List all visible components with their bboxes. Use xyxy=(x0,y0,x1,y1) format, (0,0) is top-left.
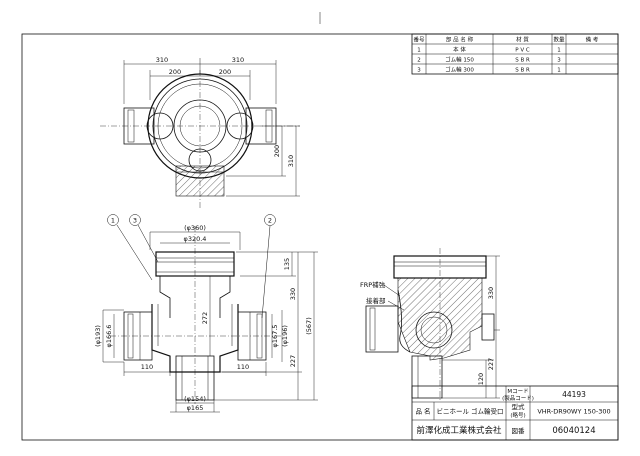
label-joint: 接着部 xyxy=(366,296,386,305)
dim-bottom-110-right: 110 xyxy=(237,363,249,371)
mcode-value: 44193 xyxy=(562,390,586,399)
dim-330: 330 xyxy=(289,288,297,300)
table-cell: 3 xyxy=(417,68,421,74)
drawing-no-label: 図番 xyxy=(512,427,526,435)
dim-272: 272 xyxy=(201,312,209,324)
table-cell: P V C xyxy=(515,48,530,54)
dim-200-vertical: 200 xyxy=(273,145,281,157)
model-label-1: 型式 xyxy=(512,402,526,411)
table-cell: 3 xyxy=(557,58,561,64)
table-header-material: 材 質 xyxy=(516,36,529,44)
dim-227: 227 xyxy=(289,355,297,367)
table-cell: ゴム輪 150 xyxy=(445,56,474,64)
side-dim-227: 227 xyxy=(487,358,495,370)
title-block: Mコード (製品コード) 44193 品 名 ビニホール ゴム輪受口 型式 (略… xyxy=(411,385,619,441)
name-value: ビニホール ゴム輪受口 xyxy=(436,407,503,416)
dim-bottom-165: φ165 xyxy=(187,404,204,412)
side-view: FRP補強 接着部 330 227 120 xyxy=(360,248,500,400)
dim-200-right: 200 xyxy=(219,68,231,76)
dim-567: (567) xyxy=(305,317,313,334)
mcode-label-2: (製品コード) xyxy=(502,394,534,402)
table-cell: 1 xyxy=(417,48,421,54)
company-name: 前澤化成工業株式会社 xyxy=(416,425,502,436)
table-header-note: 備 考 xyxy=(586,36,599,44)
table-cell: S B R xyxy=(515,68,530,74)
table-cell: 1 xyxy=(557,68,561,74)
top-view: 310 310 200 200 200 310 xyxy=(100,56,300,210)
table-cell: ゴム輪 300 xyxy=(445,66,474,74)
dim-top-inner-dia: φ320.4 xyxy=(184,235,207,243)
dim-200-left: 200 xyxy=(169,68,181,76)
drawing-no-value: 06040124 xyxy=(552,426,595,436)
front-view: 1 3 2 (φ360) φ320.4 135 330 (567) 227 27… xyxy=(94,214,318,413)
name-label: 品 名 xyxy=(415,407,430,416)
label-frp: FRP補強 xyxy=(360,280,386,289)
model-value: VHR-DR90WY 150-300 xyxy=(537,408,610,416)
sheet-border xyxy=(21,33,619,441)
dim-310-right: 310 xyxy=(232,56,244,64)
table-cell: 2 xyxy=(417,58,421,64)
parts-table: 番号 部 品 名 称 材 質 数量 備 考 1 本 体 P V C 1 2 ゴム… xyxy=(411,33,619,75)
balloon-1: 1 xyxy=(111,217,115,225)
dim-left-166: φ166.6 xyxy=(105,325,113,348)
table-header-qty: 数量 xyxy=(553,36,565,44)
dim-left-193: (φ193) xyxy=(94,325,102,347)
model-label-2: (略号) xyxy=(510,411,525,419)
side-dim-120: 120 xyxy=(477,373,485,385)
dim-135: 135 xyxy=(283,258,291,270)
dim-310-vertical: 310 xyxy=(287,155,295,167)
balloon-2: 2 xyxy=(268,217,272,225)
mcode-label-1: Mコード xyxy=(507,388,528,395)
table-cell: 1 xyxy=(557,48,561,54)
dim-310-left: 310 xyxy=(156,56,168,64)
table-header-no: 番号 xyxy=(413,37,425,44)
table-cell: S B R xyxy=(515,58,530,64)
dim-right-1675: φ167.5 xyxy=(271,325,279,348)
table-header-name: 部 品 名 称 xyxy=(446,36,474,44)
dim-bottom-110-left: 110 xyxy=(141,363,153,371)
side-dim-330: 330 xyxy=(487,287,495,299)
dim-bottom-154: (φ154) xyxy=(184,395,206,403)
dim-top-outer-dia: (φ360) xyxy=(184,224,206,232)
dim-right-196: (φ196) xyxy=(281,325,289,347)
table-cell: 本 体 xyxy=(453,46,466,54)
balloon-3: 3 xyxy=(133,217,137,225)
